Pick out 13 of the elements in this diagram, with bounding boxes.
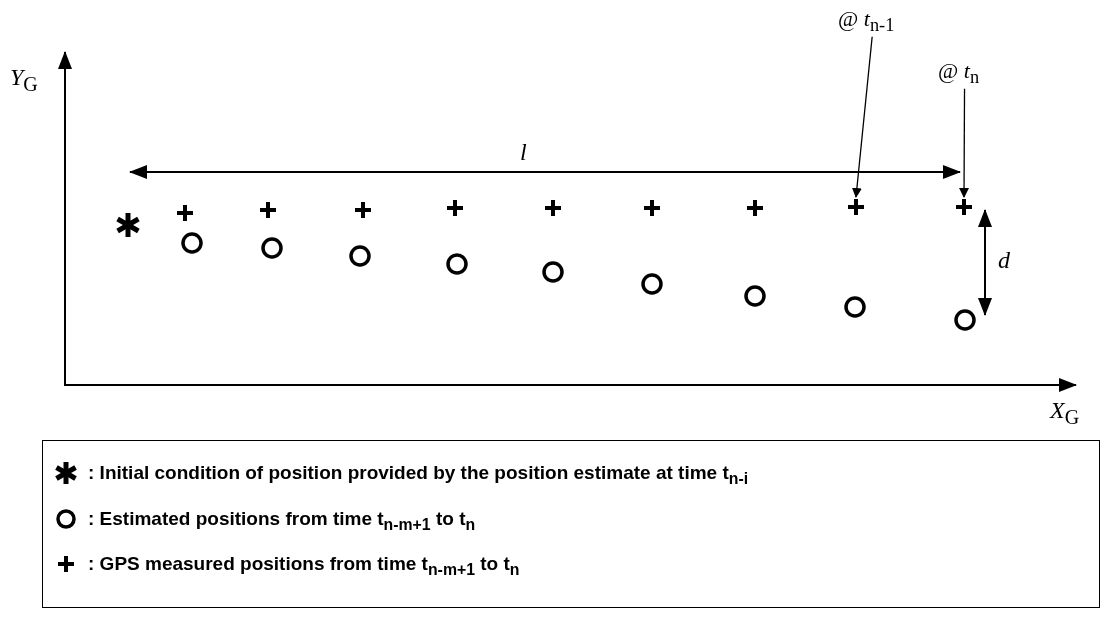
leader-arrow [851,36,873,198]
plus-marker [847,198,865,216]
time-label: @ t$_{n-1}$ [838,8,895,35]
plus-marker [955,198,973,216]
dimension-label: d [998,248,1010,272]
legend-text: : Estimated positions from time t$_{n-m+1}$ to t$_{n}$ [88,508,476,534]
leader-arrow [959,88,970,198]
dimension-label: l [520,140,527,164]
axis-label: Y$_{G}$ [10,65,38,94]
legend-text: : Initial condition of position provided by the position estimate at time t$_{n-i}$ [88,462,749,488]
legend-text: : GPS measured positions from time t$_{n-m+1}$ to t$_{n}$ [88,553,520,579]
time-label: @ t$_{n}$ [938,60,980,87]
axis-label: X$_{G}$ [1050,398,1080,427]
